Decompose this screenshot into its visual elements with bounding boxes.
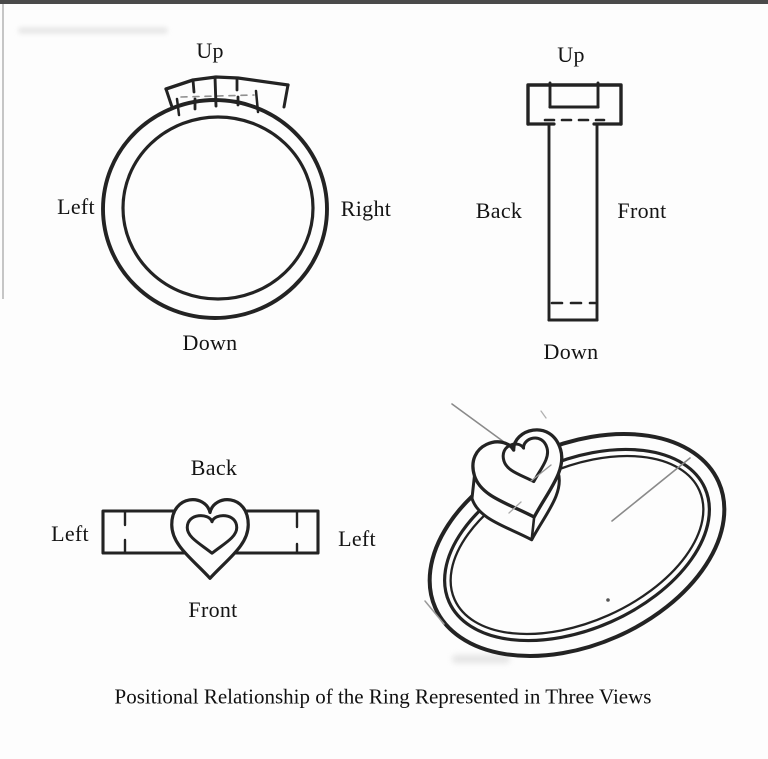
side-view-label-up: Up [557,42,585,67]
top-view-label-front: Front [188,597,238,622]
top-view-label-left-west: Left [51,521,89,546]
front-view-label-right: Right [340,196,392,221]
side-view-label-back: Back [475,198,523,223]
cap-outline [526,83,623,126]
top-view-drawing [101,500,320,579]
front-view-label-down: Down [182,330,238,355]
heart-box-seam [530,515,536,542]
heart-inner [187,516,237,554]
scan-smudge [452,655,510,663]
side-view-label-front: Front [617,198,667,223]
ring-outer-circle [101,98,329,320]
setting-divider [191,78,197,111]
setting-top-edge [164,75,290,91]
setting-divider [213,75,218,108]
scan-edge-left [2,4,4,299]
front-view-label-left: Left [57,194,95,219]
sketch-stray-line [611,457,691,522]
sketch-speck [606,598,610,602]
sketch-stray-line [508,501,522,514]
setting-left-edge [164,87,174,109]
top-view-label-left-east: Left [338,526,376,551]
setting-hidden-line [180,94,255,98]
sketch-stray-line [451,403,505,443]
top-view-label-back: Back [190,455,238,480]
sketch-stray-line [424,600,445,625]
front-view-label-up: Up [196,38,224,63]
scan-edge-top [0,0,768,4]
side-view-drawing [526,81,623,322]
front-view-drawing [101,75,329,320]
side-view-label-down: Down [543,339,599,364]
sketch-stray-line [540,410,547,419]
perspective-view-drawing [424,403,727,658]
setting-divider [235,76,240,107]
setting-prong [254,89,260,114]
band-outer-ellipse [427,432,727,658]
ring-inner-circle [121,115,315,301]
setting-right-edge [282,83,290,109]
scan-smudge [18,27,168,34]
figure-caption: Positional Relationship of the Ring Repr… [114,684,652,709]
setting-prong [175,97,181,117]
heart-box-inner-heart [500,435,555,488]
sketch-stray-line [530,464,552,482]
